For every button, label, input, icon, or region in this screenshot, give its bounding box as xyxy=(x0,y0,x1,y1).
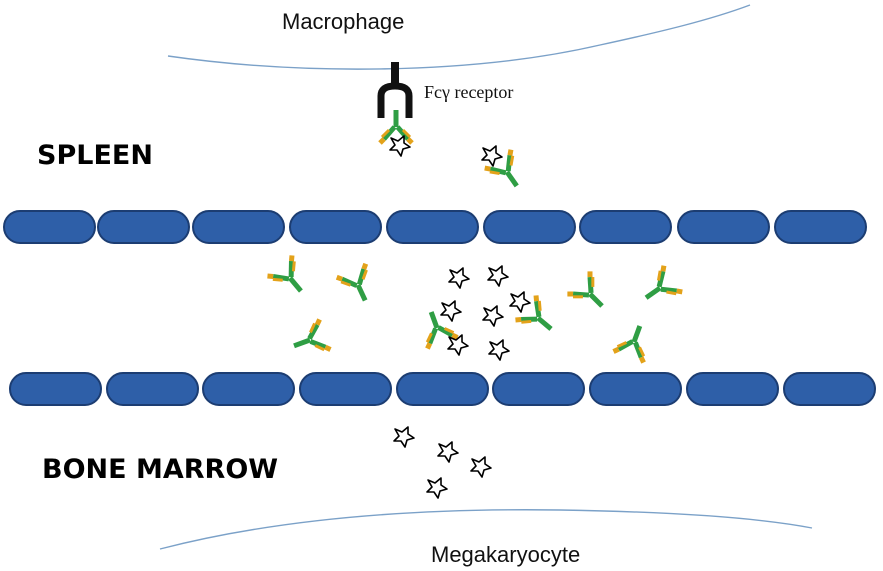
fc-gamma-receptor-icon xyxy=(377,62,413,118)
antibody-icon xyxy=(637,266,682,311)
platelet-icon xyxy=(447,334,469,356)
platelet-icon xyxy=(481,145,503,167)
upper-endothelium xyxy=(3,210,867,244)
macrophage-membrane xyxy=(167,4,751,70)
antibody-icon xyxy=(337,264,380,307)
antibody-icon xyxy=(567,271,613,317)
antibody-icon xyxy=(267,255,313,301)
lower-endothelium xyxy=(9,372,876,406)
circulating-antibodies xyxy=(267,255,682,362)
platelet-icon xyxy=(470,456,492,478)
platelet-icon xyxy=(482,305,504,327)
platelet-icon xyxy=(448,267,470,289)
antibody-icon xyxy=(613,321,654,363)
antibody-icon xyxy=(289,319,331,360)
megakaryocyte-membrane xyxy=(159,509,813,550)
platelet-icon xyxy=(440,300,462,322)
circulating-platelets xyxy=(440,265,531,361)
platelet-icon xyxy=(509,291,531,313)
spleen-label: SPLEEN xyxy=(37,140,153,171)
macrophage-label: Macrophage xyxy=(282,9,404,34)
megakaryocyte-label: Megakaryocyte xyxy=(431,542,580,567)
platelet-icon xyxy=(488,339,510,361)
receptor-label: Fcγ receptor xyxy=(424,82,513,102)
platelet-icon xyxy=(426,477,448,499)
platelet-icon xyxy=(393,426,415,448)
platelet-icon xyxy=(437,441,459,463)
bone-marrow-label: BONE MARROW xyxy=(42,454,278,485)
released-platelets xyxy=(393,426,492,499)
platelet-icon xyxy=(487,265,509,287)
